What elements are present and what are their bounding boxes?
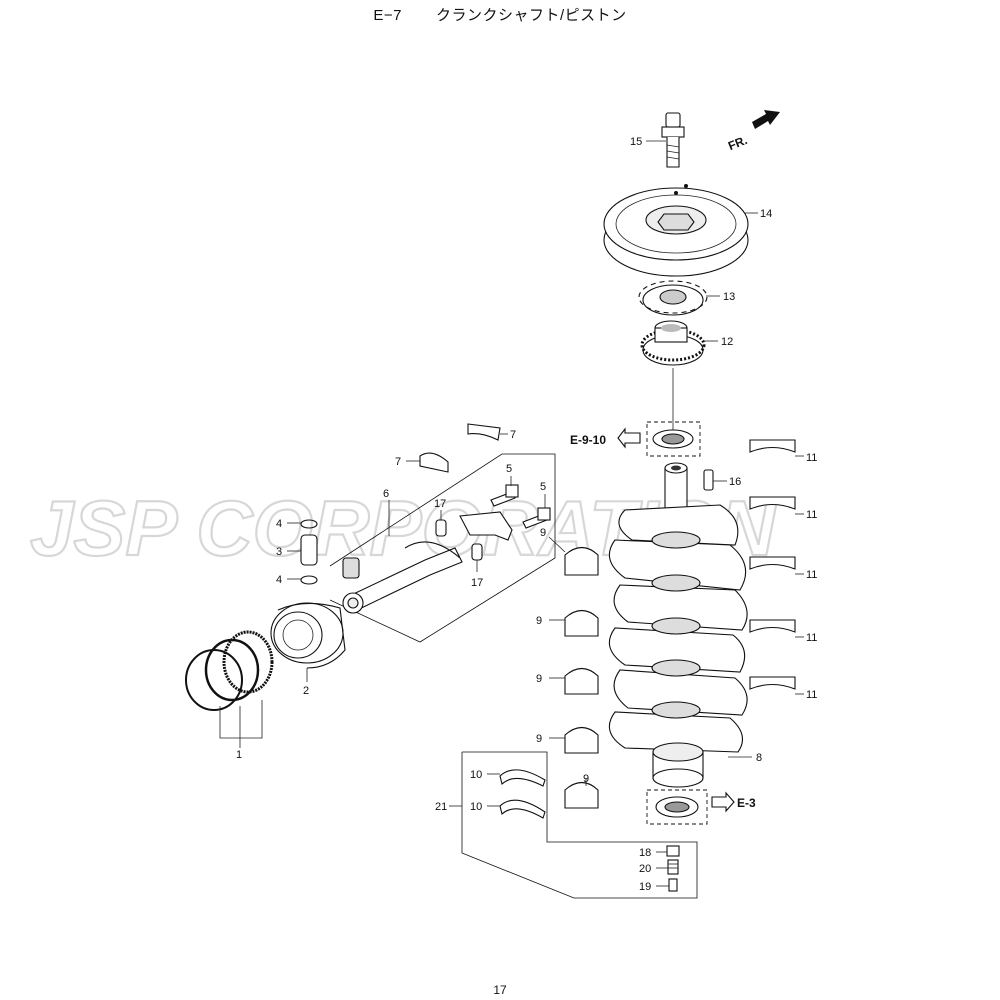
callout-17b: 17 (471, 577, 483, 589)
front-direction-label: FR. (726, 133, 749, 153)
ref-lower: E-3 (737, 796, 756, 810)
group-21-thrust-and-plugs (449, 751, 698, 899)
diagram-title: クランクシャフト/ピストン (435, 7, 627, 24)
part-13-sprocket (638, 280, 708, 316)
part-14-pulley (603, 184, 749, 277)
callout-11e: 11 (806, 689, 817, 701)
callout-5a: 5 (506, 463, 512, 475)
callout-13: 13 (723, 291, 735, 303)
callout-11a: 11 (806, 452, 817, 464)
callout-20: 20 (639, 863, 651, 875)
callout-2: 2 (303, 685, 309, 697)
callout-12: 12 (721, 336, 733, 348)
callout-10b: 10 (470, 801, 482, 813)
callout-7b: 7 (395, 456, 401, 468)
callout-9c: 9 (536, 673, 542, 685)
part-7-bearing-halves (406, 423, 508, 473)
group-6-connecting-rod (329, 453, 556, 643)
callout-1: 1 (236, 749, 242, 761)
callout-19: 19 (639, 881, 651, 893)
callout-4a: 4 (276, 518, 282, 530)
part-8-crankshaft (608, 462, 752, 788)
callout-11d: 11 (806, 632, 817, 644)
callout-3: 3 (276, 546, 282, 558)
callout-18: 18 (639, 847, 651, 859)
callout-labels: 15 14 13 12 7 7 11 5 16 5 6 17 11 4 9 3 … (236, 136, 817, 893)
page-title: E−7 クランクシャフト/ピストン (0, 4, 1000, 25)
callout-6: 6 (383, 488, 389, 500)
callout-9a: 9 (540, 527, 546, 539)
page-number: 17 (493, 983, 507, 997)
part-1-piston-rings (185, 630, 274, 748)
part-12-gear (640, 320, 706, 432)
part-16-key (703, 469, 727, 491)
part-2-piston (270, 602, 346, 682)
callout-9d: 9 (536, 733, 542, 745)
callout-8: 8 (756, 752, 762, 764)
part-lower-oil-seal: E-3 (646, 789, 756, 825)
callout-11c: 11 (806, 569, 817, 581)
callout-14: 14 (760, 208, 772, 220)
part-3-4-piston-pin-and-clips (287, 519, 318, 585)
part-upper-oil-seal: E-9-10 (570, 421, 701, 457)
part-11-main-bearings (749, 439, 804, 695)
callout-5b: 5 (540, 481, 546, 493)
leader-lines (646, 140, 758, 342)
callout-4b: 4 (276, 574, 282, 586)
front-direction-arrow: FR. (726, 110, 780, 153)
callout-15: 15 (630, 136, 642, 148)
callout-10a: 10 (470, 769, 482, 781)
callout-7a: 7 (510, 429, 516, 441)
callout-21: 21 (435, 801, 447, 813)
part-9-bearings (548, 536, 599, 809)
callout-9e: 9 (583, 773, 589, 785)
diagram-code: E−7 (373, 7, 402, 24)
ref-upper: E-9-10 (570, 433, 606, 447)
callout-9b: 9 (536, 615, 542, 627)
part-15-bolt (661, 112, 685, 168)
callout-16: 16 (729, 476, 741, 488)
callout-17a: 17 (434, 498, 446, 510)
callout-11b: 11 (806, 509, 817, 521)
